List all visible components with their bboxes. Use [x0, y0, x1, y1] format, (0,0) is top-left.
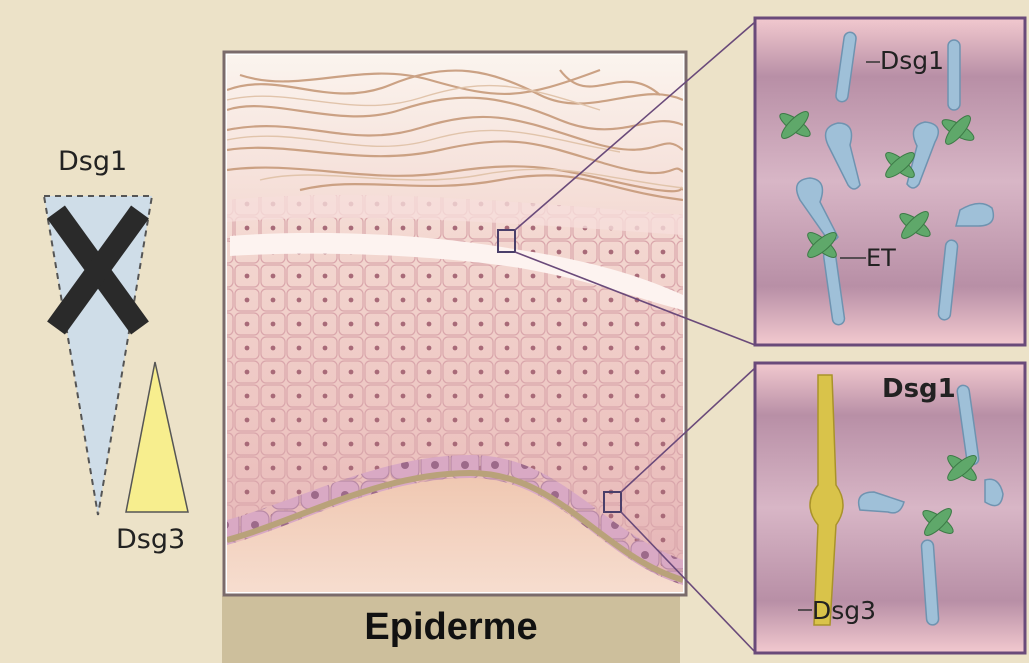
bottom-inset-dsg1-label: Dsg1	[882, 374, 956, 404]
top-inset-et-label: ET	[866, 244, 896, 272]
epidermis-illustration	[222, 22, 755, 663]
bottom-inset-dsg3-label: Dsg3	[812, 596, 876, 625]
dsg1-gradient-label: Dsg1	[58, 146, 127, 177]
top-inset-dsg1-label: Dsg1	[880, 46, 944, 75]
dsg3-gradient-triangle	[126, 362, 188, 512]
epidermis-title: Epiderme	[222, 606, 680, 649]
dsg3-gradient-label: Dsg3	[116, 524, 185, 555]
bottom-inset-panel	[755, 363, 1025, 653]
